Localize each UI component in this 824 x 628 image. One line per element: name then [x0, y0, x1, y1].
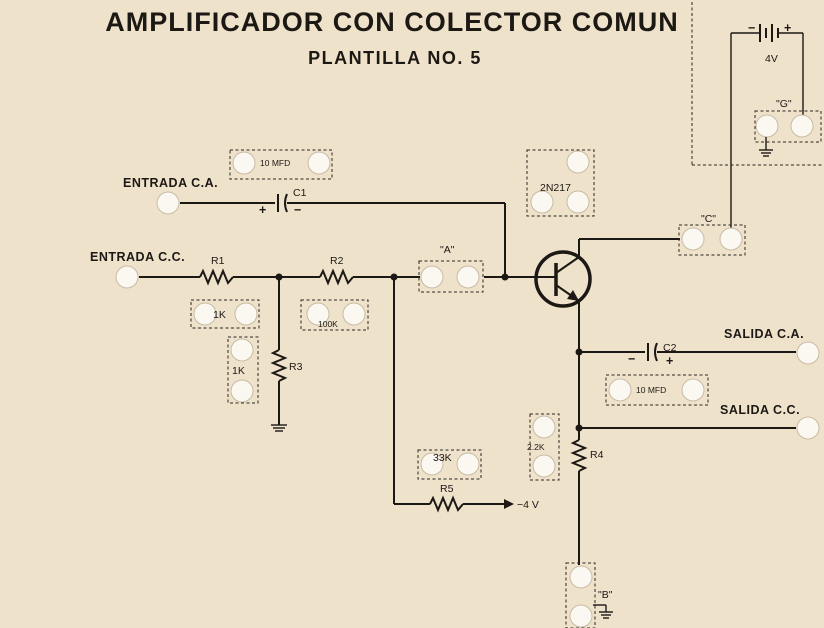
terminal-b-hole-2[interactable] [569, 604, 593, 628]
transistor-symbol [534, 250, 592, 308]
r4-socket-1[interactable] [532, 415, 556, 439]
r5-value: 33K [433, 452, 452, 464]
output-ac-label: SALIDA C.A. [724, 327, 804, 341]
r4-sockets: 2.2K [527, 413, 560, 481]
resistor-r4: R4 [570, 439, 604, 472]
r3-sockets: 1K [227, 336, 259, 404]
input-dc-label: ENTRADA C.C. [90, 250, 185, 264]
r3-socket-1[interactable] [230, 338, 254, 362]
transistor-label: 2N217 [540, 182, 571, 194]
terminal-a-hole-1[interactable] [420, 265, 444, 289]
terminal-c-hole-1[interactable] [681, 227, 705, 251]
resistor-r2: R2 [319, 255, 354, 286]
transistor-socket-1[interactable] [566, 150, 590, 174]
c1-minus: − [294, 203, 302, 217]
r2-socket-1[interactable] [306, 302, 330, 326]
r2-label: R2 [330, 255, 344, 267]
c2-socket-1[interactable] [608, 378, 632, 402]
input-ac-jack[interactable] [156, 191, 180, 215]
transistor-2n217-sockets: 2N217 [526, 149, 595, 217]
c1-socket-1[interactable] [232, 151, 256, 175]
battery-voltage-label: 4V [765, 53, 778, 65]
terminal-a-label: "A" [440, 244, 455, 256]
c2-socket-2[interactable] [681, 378, 705, 402]
input-dc-jack[interactable] [115, 265, 139, 289]
r1-label: R1 [211, 255, 225, 267]
terminal-c-label: "C" [701, 213, 716, 225]
c2-minus: − [628, 352, 636, 366]
c1-sockets: 10 MFD [229, 149, 333, 180]
terminal-b-hole-1[interactable] [569, 565, 593, 589]
input-ac-label: ENTRADA C.A. [123, 176, 218, 190]
terminal-c-hole-2[interactable] [719, 227, 743, 251]
resistor-r1: R1 [199, 255, 234, 286]
r5-sockets: 33K [417, 449, 482, 480]
r5-supply-label: −4 V [517, 499, 539, 511]
c1-value: 10 MFD [260, 158, 290, 168]
r4-socket-2[interactable] [532, 454, 556, 478]
r5-label: R5 [440, 483, 454, 495]
terminal-g-label: "G" [776, 98, 792, 110]
capacitor-c2: C2 − + [628, 342, 677, 368]
battery: − + 4V [731, 21, 804, 125]
terminal-g-hole-1[interactable] [755, 114, 779, 138]
terminal-a-group: "A" [418, 244, 484, 293]
transistor-socket-2[interactable] [530, 190, 554, 214]
terminal-a-hole-2[interactable] [456, 265, 480, 289]
ground-r3 [271, 424, 287, 432]
r4-label: R4 [590, 449, 604, 461]
r5-socket-1[interactable] [420, 452, 444, 476]
battery-minus-label: − [748, 21, 756, 35]
c1-socket-2[interactable] [307, 151, 331, 175]
r2-sockets: 100K [300, 299, 369, 331]
r1-socket-2[interactable] [234, 302, 258, 326]
terminal-g-group: "G" [754, 98, 822, 157]
terminal-g-hole-2[interactable] [790, 114, 814, 138]
page-subtitle: PLANTILLA NO. 5 [308, 48, 482, 68]
c2-plus: + [666, 354, 674, 368]
r2-socket-2[interactable] [342, 302, 366, 326]
c1-label: C1 [293, 187, 307, 199]
output-dc-label: SALIDA C.C. [720, 403, 800, 417]
r3-value: 1K [232, 365, 245, 377]
page-title: AMPLIFICADOR CON COLECTOR COMUN [105, 7, 678, 37]
r4-value: 2.2K [527, 442, 545, 452]
base-junction [501, 273, 509, 281]
r5-arrow [504, 499, 514, 509]
r1-socket-1[interactable] [193, 302, 217, 326]
r2-value: 100K [318, 319, 338, 329]
r3-socket-2[interactable] [230, 379, 254, 403]
r5-socket-2[interactable] [456, 452, 480, 476]
resistor-r3: R3 [270, 349, 303, 382]
capacitor-c1: C1 + − [259, 187, 307, 217]
c1-plus: + [259, 203, 267, 217]
c2-sockets: 10 MFD [605, 374, 709, 406]
terminal-b-label: "B" [598, 589, 613, 601]
r3-label: R3 [289, 361, 303, 373]
output-ac-jack[interactable] [796, 341, 820, 365]
r1-sockets: 1K [190, 299, 260, 329]
output-dc-jack[interactable] [796, 416, 820, 440]
terminal-c-group: "C" [678, 213, 746, 256]
transistor-socket-3[interactable] [566, 190, 590, 214]
terminal-b-group: "B" [565, 562, 613, 628]
battery-plus-label: + [784, 21, 792, 35]
resistor-r5: R5 [429, 483, 464, 513]
c2-value: 10 MFD [636, 385, 666, 395]
r1-value: 1K [213, 309, 226, 321]
